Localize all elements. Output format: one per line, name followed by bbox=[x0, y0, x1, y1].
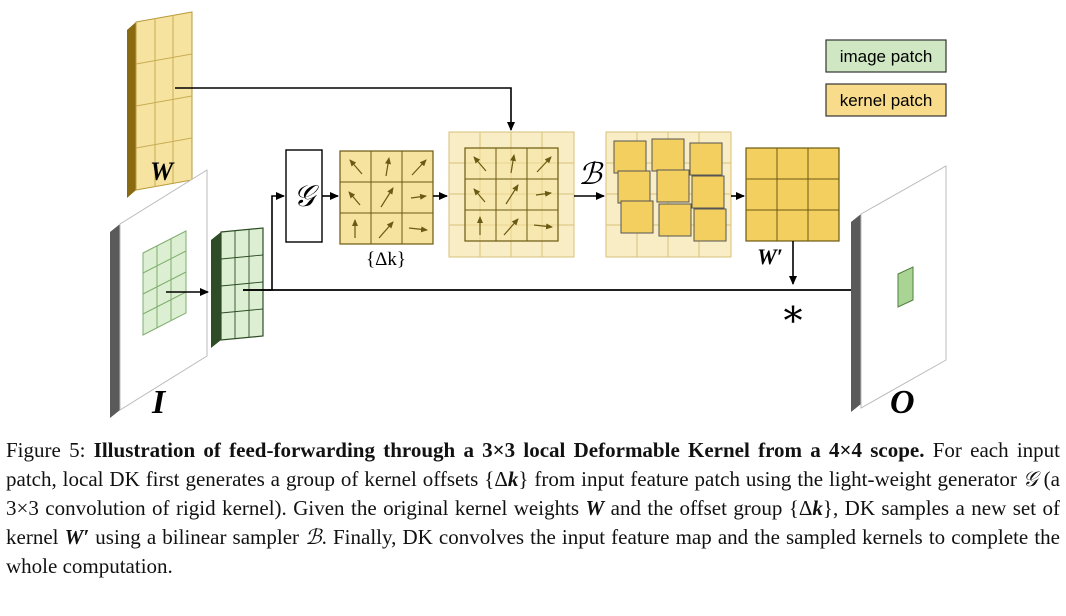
input-feature-map: I bbox=[110, 169, 208, 421]
weights-w-slab: W bbox=[127, 11, 193, 198]
legend-image-patch-label: image patch bbox=[840, 47, 933, 66]
caption-body-5: }, DK samples a new set of kernel bbox=[6, 496, 1060, 549]
caption-title: Illustration of feed-forwarding through … bbox=[93, 438, 925, 462]
caption-body-3: (a 3×3 convolution of rigid kernel). Giv… bbox=[6, 467, 1060, 520]
convolution-symbol: ∗ bbox=[780, 293, 806, 335]
kernel-patch-swatch bbox=[825, 83, 947, 117]
caption-sym-w: W bbox=[585, 496, 605, 520]
caption-sym-k: k bbox=[507, 467, 519, 491]
deformable-kernel-diagram: image patch kernel patch W I bbox=[110, 11, 947, 421]
caption-body-1: For each input patch, local DK first gen… bbox=[6, 438, 1061, 491]
caption-sym-sampler: ℬ bbox=[305, 525, 322, 549]
caption-body-2: } from input feature patch using the lig… bbox=[518, 467, 1023, 491]
weights-label: W bbox=[150, 157, 175, 186]
caption-sym-wprime: W′ bbox=[64, 525, 90, 549]
sampled-weights-wprime: W′ bbox=[745, 147, 840, 269]
image-patch-swatch bbox=[825, 39, 947, 73]
offset-grid: {Δk} bbox=[339, 150, 434, 270]
figure-caption: Figure 5: Illustration of feed-forwardin… bbox=[6, 436, 1060, 581]
legend: image patch kernel patch bbox=[825, 39, 947, 117]
weights-arrow bbox=[175, 87, 515, 131]
output-pixel bbox=[897, 266, 914, 308]
caption-body-6: using a bilinear sampler bbox=[89, 525, 306, 549]
legend-kernel-patch-label: kernel patch bbox=[840, 91, 933, 110]
caption-sym-generator: 𝒢 bbox=[1022, 467, 1038, 491]
wprime-label: W′ bbox=[757, 244, 783, 269]
caption-body-7: . Finally, DK convolves the input featur… bbox=[6, 525, 1060, 578]
input-feature-patch bbox=[211, 227, 264, 348]
caption-body-4: and the offset group {Δ bbox=[604, 496, 813, 520]
offsets-label: {Δk} bbox=[366, 249, 406, 270]
caption-figure-number: Figure 5: bbox=[6, 438, 86, 462]
output-label: O bbox=[890, 384, 915, 421]
sampling-grid bbox=[448, 131, 575, 258]
sampler-label: ℬ bbox=[578, 158, 604, 191]
input-label: I bbox=[151, 384, 167, 421]
output-feature-map: O bbox=[851, 165, 947, 421]
caption-sym-k2: k bbox=[812, 496, 823, 520]
sampled-kernel-patches bbox=[605, 131, 732, 258]
generator-box: 𝒢 bbox=[285, 149, 323, 243]
